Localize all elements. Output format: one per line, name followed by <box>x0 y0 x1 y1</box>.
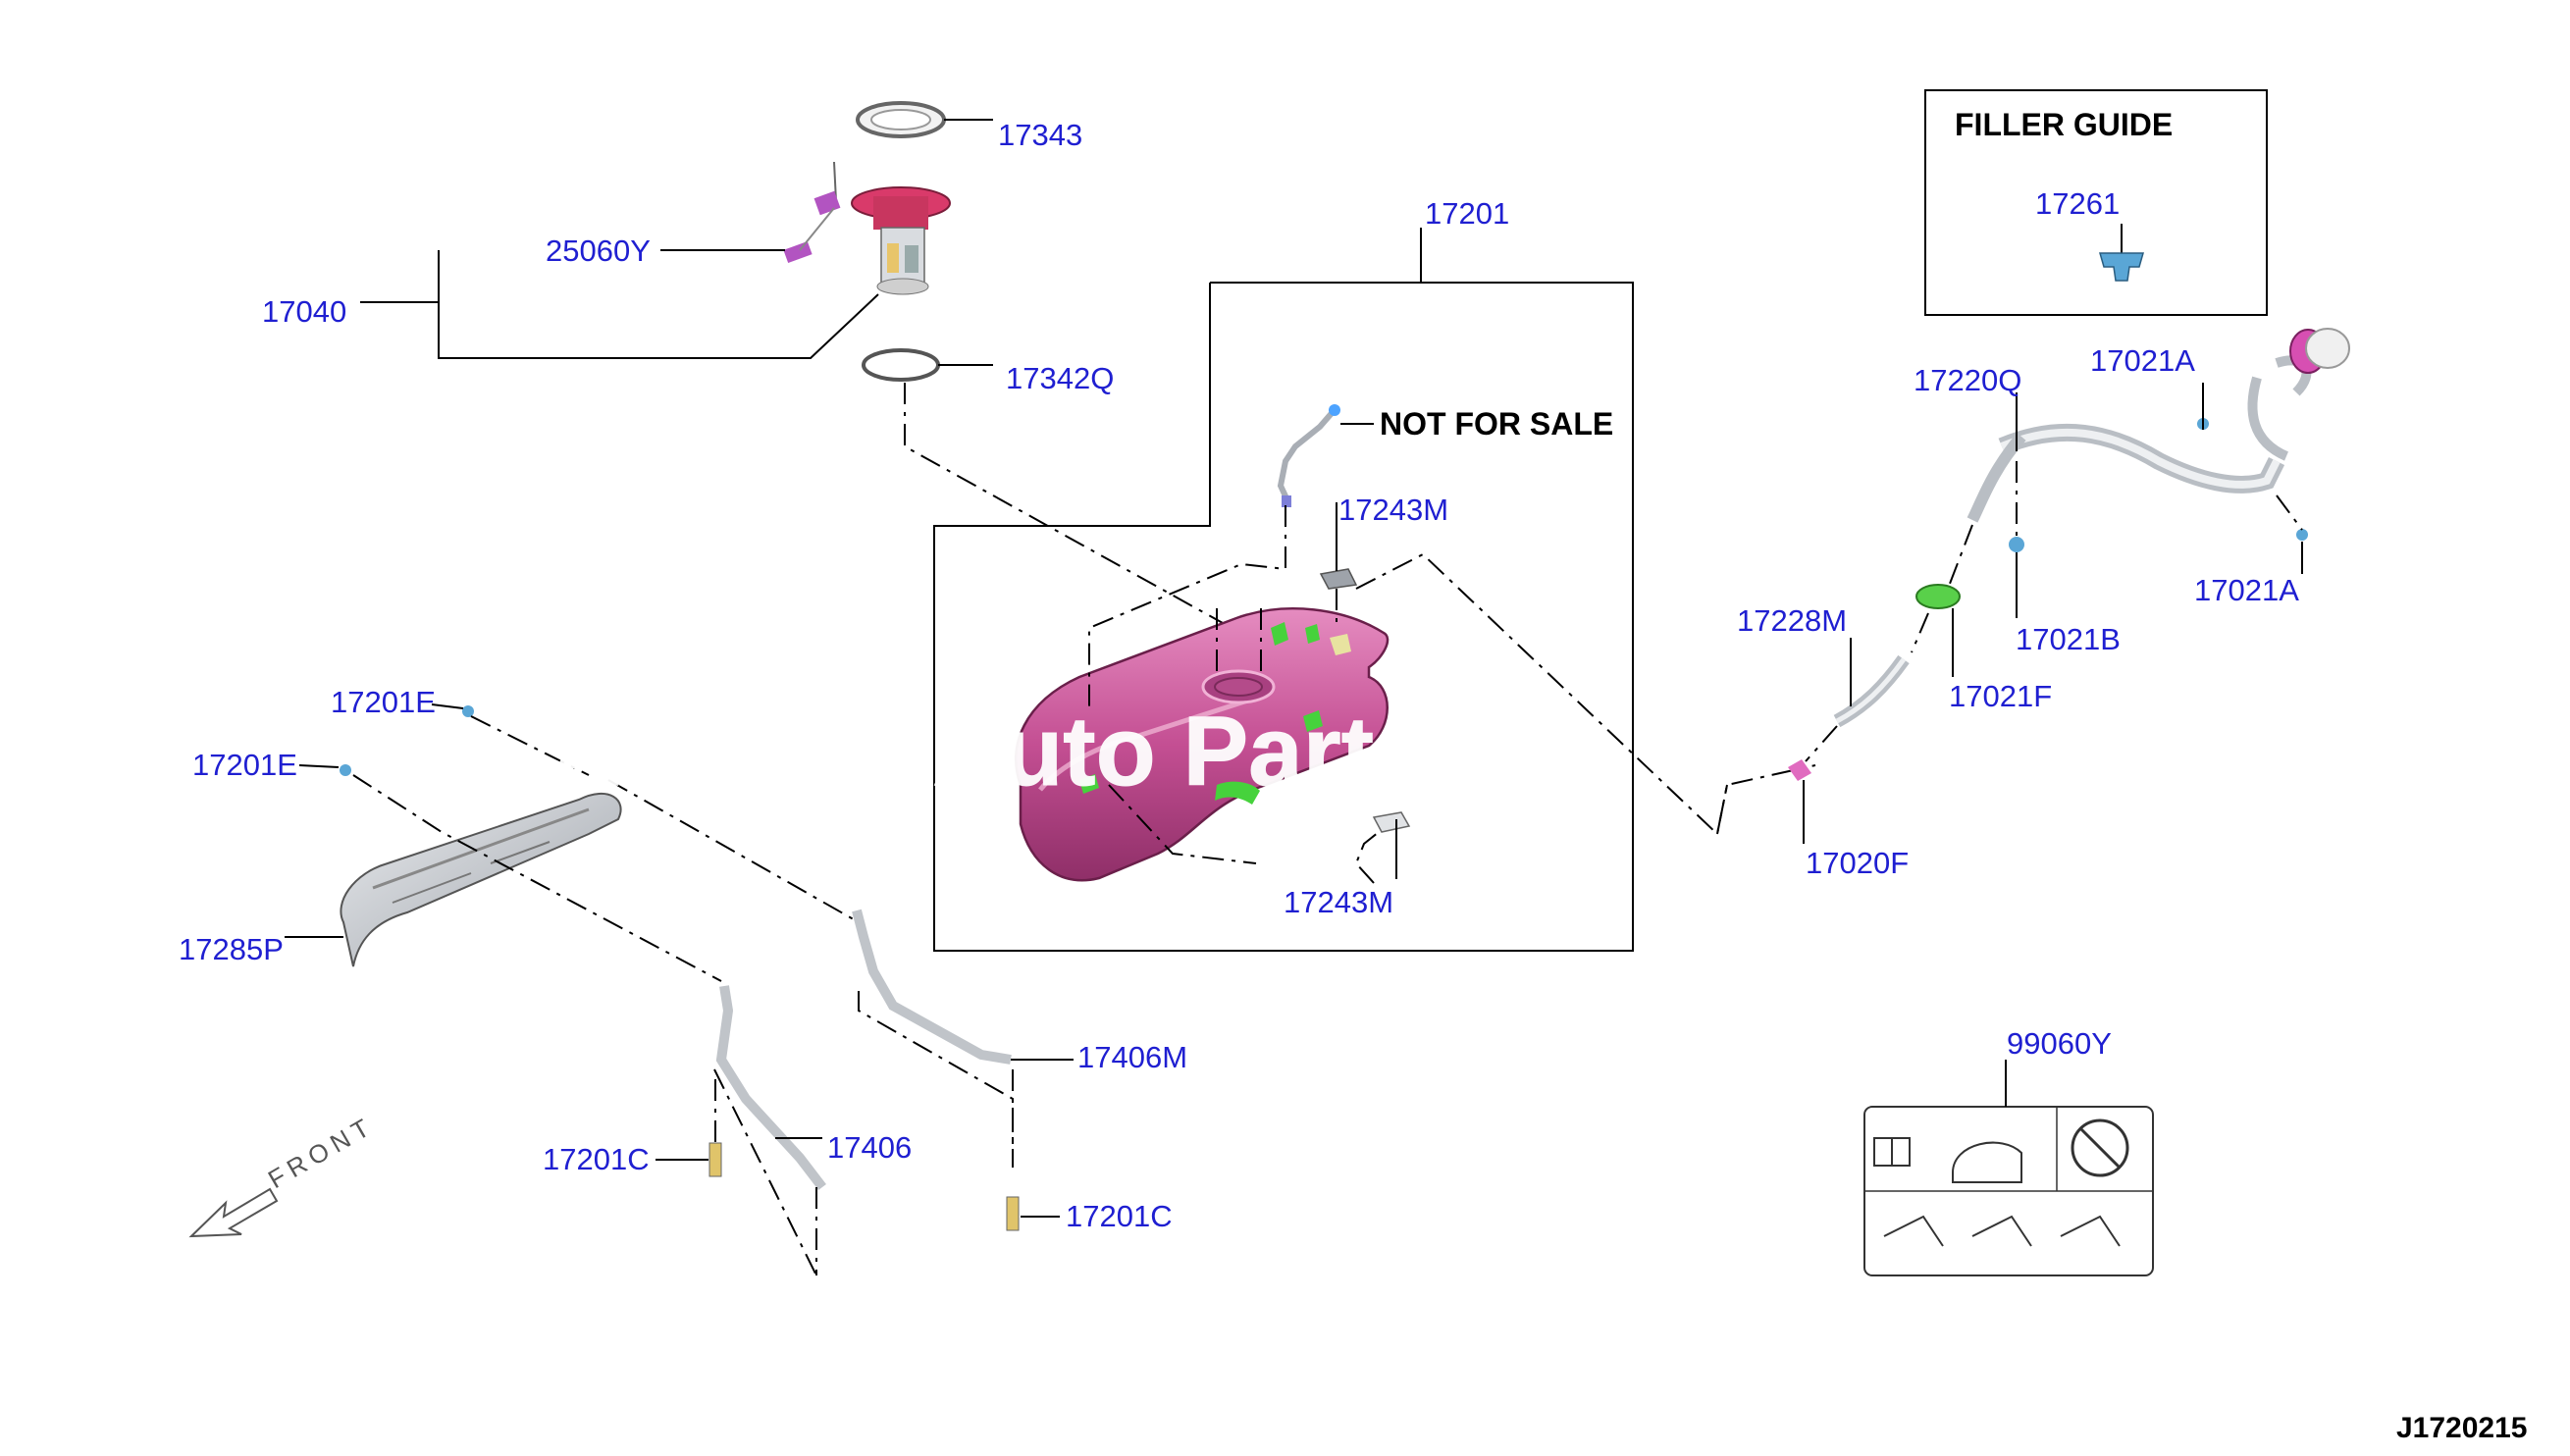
tank-pad-part-top[interactable] <box>1319 568 1358 590</box>
caution-label-part[interactable] <box>1863 1106 2154 1276</box>
part-label-17021A-right[interactable]: 17021A <box>2194 573 2299 607</box>
hose-clamp-part[interactable] <box>1788 759 1811 781</box>
part-label-17201E-a[interactable]: 17201E <box>331 685 436 719</box>
part-label-17406[interactable]: 17406 <box>827 1130 912 1165</box>
part-label-17406M[interactable]: 17406M <box>1077 1040 1187 1074</box>
part-label-17201C-left[interactable]: 17201C <box>543 1142 650 1176</box>
part-label-17343[interactable]: 17343 <box>998 118 1082 152</box>
front-arrow-label: FRONT <box>263 1110 380 1194</box>
part-label-17342Q[interactable]: 17342Q <box>1006 361 1114 395</box>
not-for-sale-label: NOT FOR SALE <box>1380 406 1613 442</box>
part-label-17261[interactable]: 17261 <box>2035 186 2120 221</box>
part-label-99060Y[interactable]: 99060Y <box>2007 1026 2112 1061</box>
clip-part-17021A-right[interactable] <box>2296 529 2308 541</box>
diagram-code: J1720215 <box>2396 1412 2527 1444</box>
part-label-17021F[interactable]: 17021F <box>1949 679 2052 713</box>
pump-gasket-part[interactable] <box>862 348 940 382</box>
filler-hose-part[interactable] <box>1833 654 1910 728</box>
clip-part-17201E-b[interactable] <box>340 764 351 776</box>
part-label-17228M[interactable]: 17228M <box>1737 603 1847 638</box>
part-label-17243M-top[interactable]: 17243M <box>1338 493 1448 527</box>
tank-pad-part-bottom[interactable] <box>1372 811 1411 833</box>
bolt-part-17201C-right[interactable] <box>1006 1196 1020 1231</box>
bolt-part-17201C-left[interactable] <box>708 1142 722 1177</box>
vent-hose-part[interactable] <box>1277 404 1340 507</box>
filler-guide-title: FILLER GUIDE <box>1955 107 2173 142</box>
part-label-17220Q[interactable]: 17220Q <box>1914 363 2021 397</box>
watermark-text-main: Auto Parts <box>932 697 1429 806</box>
fuel-level-sender-part[interactable] <box>783 161 841 264</box>
filler-guide-box: FILLER GUIDE 17261 <box>1924 89 2268 316</box>
part-label-17243M-bottom[interactable]: 17243M <box>1284 885 1393 919</box>
watermark-text: AP <box>550 697 686 806</box>
clip-part-17201E-a[interactable] <box>462 705 474 717</box>
front-direction-arrow: FRONT <box>188 1110 380 1238</box>
filler-tube-part[interactable] <box>1967 328 2350 523</box>
part-label-17021A-top[interactable]: 17021A <box>2090 343 2195 378</box>
part-label-17201E-b[interactable]: 17201E <box>192 748 297 782</box>
fuel-pump-group <box>360 101 1233 629</box>
part-label-25060Y[interactable]: 25060Y <box>546 234 651 268</box>
part-label-17201[interactable]: 17201 <box>1425 196 1509 231</box>
fuel-tank-part[interactable] <box>1014 607 1390 882</box>
part-label-17020F[interactable]: 17020F <box>1806 846 1909 880</box>
tank-strap-part-17406M[interactable] <box>852 909 1012 1065</box>
part-label-17201C-right[interactable]: 17201C <box>1066 1199 1173 1233</box>
clip-part-17021B[interactable] <box>2009 537 2024 552</box>
fuel-pump-module-part[interactable] <box>851 186 951 295</box>
heat-insulator-part[interactable] <box>340 793 622 967</box>
part-label-17021B[interactable]: 17021B <box>2016 622 2121 656</box>
part-label-17285P[interactable]: 17285P <box>179 932 284 966</box>
tank-group-frame <box>933 282 1634 952</box>
filler-guide-part[interactable] <box>2099 252 2144 282</box>
tank-strap-part-17406[interactable] <box>715 985 826 1191</box>
seal-ring-part-17021F[interactable] <box>1915 584 1961 609</box>
part-label-17040[interactable]: 17040 <box>262 294 346 329</box>
